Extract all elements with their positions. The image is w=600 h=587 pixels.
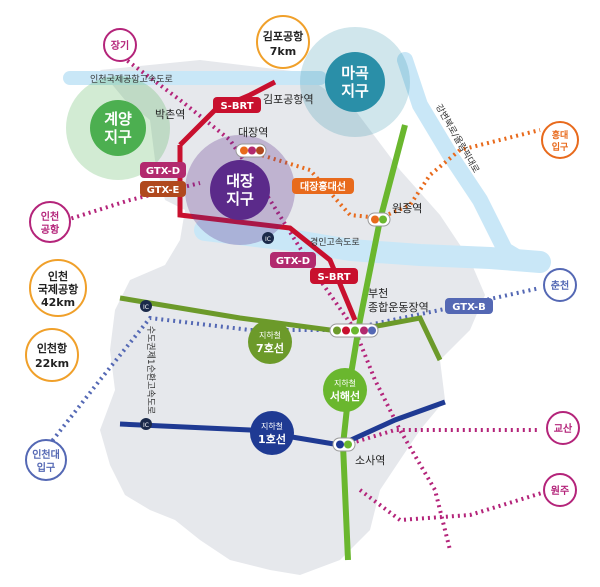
daejang-label-1: 대장 (226, 172, 254, 190)
janggi-bubble: 장기 (103, 28, 137, 62)
sosa-label: 소사역 (355, 454, 385, 467)
pink-dotted-gyosan (344, 428, 540, 447)
wonju-bubble: 원주 (543, 473, 577, 507)
gtxb-tag: GTX-B (445, 298, 493, 314)
magok-core (325, 52, 385, 112)
svg-text:인천항: 인천항 (37, 341, 67, 355)
svg-text:IC: IC (265, 236, 271, 243)
gtxd-tag-bottom: GTX-D (270, 252, 316, 268)
svg-text:인천: 인천 (41, 210, 59, 223)
sudo-ring-label: 수도권제1순환고속도로 (145, 326, 157, 415)
incheon-univ-bubble: 인천대 입구 (25, 439, 67, 481)
seohae-badge: 지하철 서해선 (323, 368, 367, 412)
svg-text:서해선: 서해선 (330, 389, 360, 403)
svg-text:인천대: 인천대 (32, 448, 60, 461)
river (194, 219, 551, 273)
gimpo-airport-bubble: 김포공항 7km (256, 15, 310, 69)
bucheon-label-2: 종합운동장역 (368, 301, 429, 314)
svg-text:인천: 인천 (48, 269, 68, 283)
sbrt-tag-bottom: S-BRT (310, 268, 358, 284)
ic-marker-ring-top: IC (140, 300, 152, 312)
chuncheon-bubble: 춘천 (543, 268, 577, 302)
gyeyang-label-2: 지구 (104, 128, 132, 146)
svg-text:7호선: 7호선 (256, 341, 284, 355)
gimpo-airport-stn-label: 김포공항역 (263, 93, 314, 106)
svg-text:춘천: 춘천 (551, 279, 569, 292)
svg-text:지하철: 지하철 (259, 330, 281, 340)
ic-marker-ring-bottom: IC (140, 418, 152, 430)
svg-text:S-BRT: S-BRT (317, 272, 350, 283)
incheon-intl-bubble: 인천 국제공항 42km (29, 259, 87, 317)
svg-text:지하철: 지하철 (261, 421, 283, 431)
wonjong-station-marker (367, 212, 391, 227)
ic-marker-gyeongin: IC (262, 232, 274, 244)
gyeyang-label-1: 계양 (104, 110, 132, 128)
airport-expressway-label: 인천국제공항고속도로 (90, 74, 173, 85)
svg-text:장기: 장기 (111, 39, 129, 52)
svg-text:IC: IC (143, 422, 149, 429)
svg-text:김포공항: 김포공항 (263, 29, 303, 43)
bucheon-label-1: 부천 (368, 286, 388, 300)
daejang-hongdae-line (244, 128, 541, 221)
svg-text:22km: 22km (35, 357, 69, 370)
sosa-station-marker (332, 437, 356, 452)
svg-text:입구: 입구 (37, 461, 55, 474)
hongdae-bubble: 홍대 입구 (541, 121, 579, 159)
svg-text:GTX-B: GTX-B (452, 302, 486, 313)
svg-text:S-BRT: S-BRT (220, 101, 253, 112)
incheon-airport-pink-bubble: 인천 공항 (29, 201, 71, 243)
magok-label-2: 지구 (341, 82, 369, 100)
gtxd-tag-top: GTX-D (140, 162, 186, 178)
gyeyang-core (90, 100, 146, 156)
daejang-hongdae-tag: 대장홍대선 (292, 178, 354, 194)
sbrt-tag-top: S-BRT (213, 97, 261, 113)
wonjong-label: 원종역 (392, 202, 422, 215)
magok-label-1: 마곡 (341, 64, 369, 82)
svg-text:GTX-E: GTX-E (147, 185, 180, 196)
svg-text:7km: 7km (270, 45, 296, 58)
svg-text:대장홍대선: 대장홍대선 (300, 180, 346, 193)
svg-text:원주: 원주 (551, 484, 569, 497)
gyeongin-label: 경인고속도로 (310, 236, 360, 248)
svg-text:교산: 교산 (554, 422, 573, 435)
svg-text:42km: 42km (41, 296, 75, 309)
gtxe-tag: GTX-E (140, 181, 186, 197)
gyosan-bubble: 교산 (546, 411, 580, 445)
pink-dotted-wonju (358, 488, 546, 523)
daejang-stn-label: 대장역 (238, 126, 268, 139)
seohae-line (339, 124, 408, 561)
svg-text:GTX-D: GTX-D (276, 256, 310, 267)
daejang-station-marker (235, 143, 267, 158)
svg-text:지하철: 지하철 (334, 378, 356, 388)
incheon-port-bubble: 인천항 22km (25, 328, 79, 382)
daejang-label-2: 지구 (226, 190, 254, 208)
svg-text:입구: 입구 (552, 141, 569, 153)
svg-text:GTX-D: GTX-D (146, 166, 180, 177)
svg-text:1호선: 1호선 (258, 432, 286, 446)
line1-badge: 지하철 1호선 (250, 411, 294, 455)
bakchon-label: 박촌역 (155, 108, 185, 121)
bucheon-station-marker (329, 323, 379, 338)
svg-text:공항: 공항 (41, 223, 60, 236)
line7-badge: 지하철 7호선 (248, 320, 292, 364)
svg-text:IC: IC (143, 304, 149, 311)
svg-text:국제공항: 국제공항 (38, 282, 78, 296)
daejang-core (210, 160, 270, 220)
river-north (397, 52, 533, 270)
svg-text:홍대: 홍대 (552, 129, 569, 141)
